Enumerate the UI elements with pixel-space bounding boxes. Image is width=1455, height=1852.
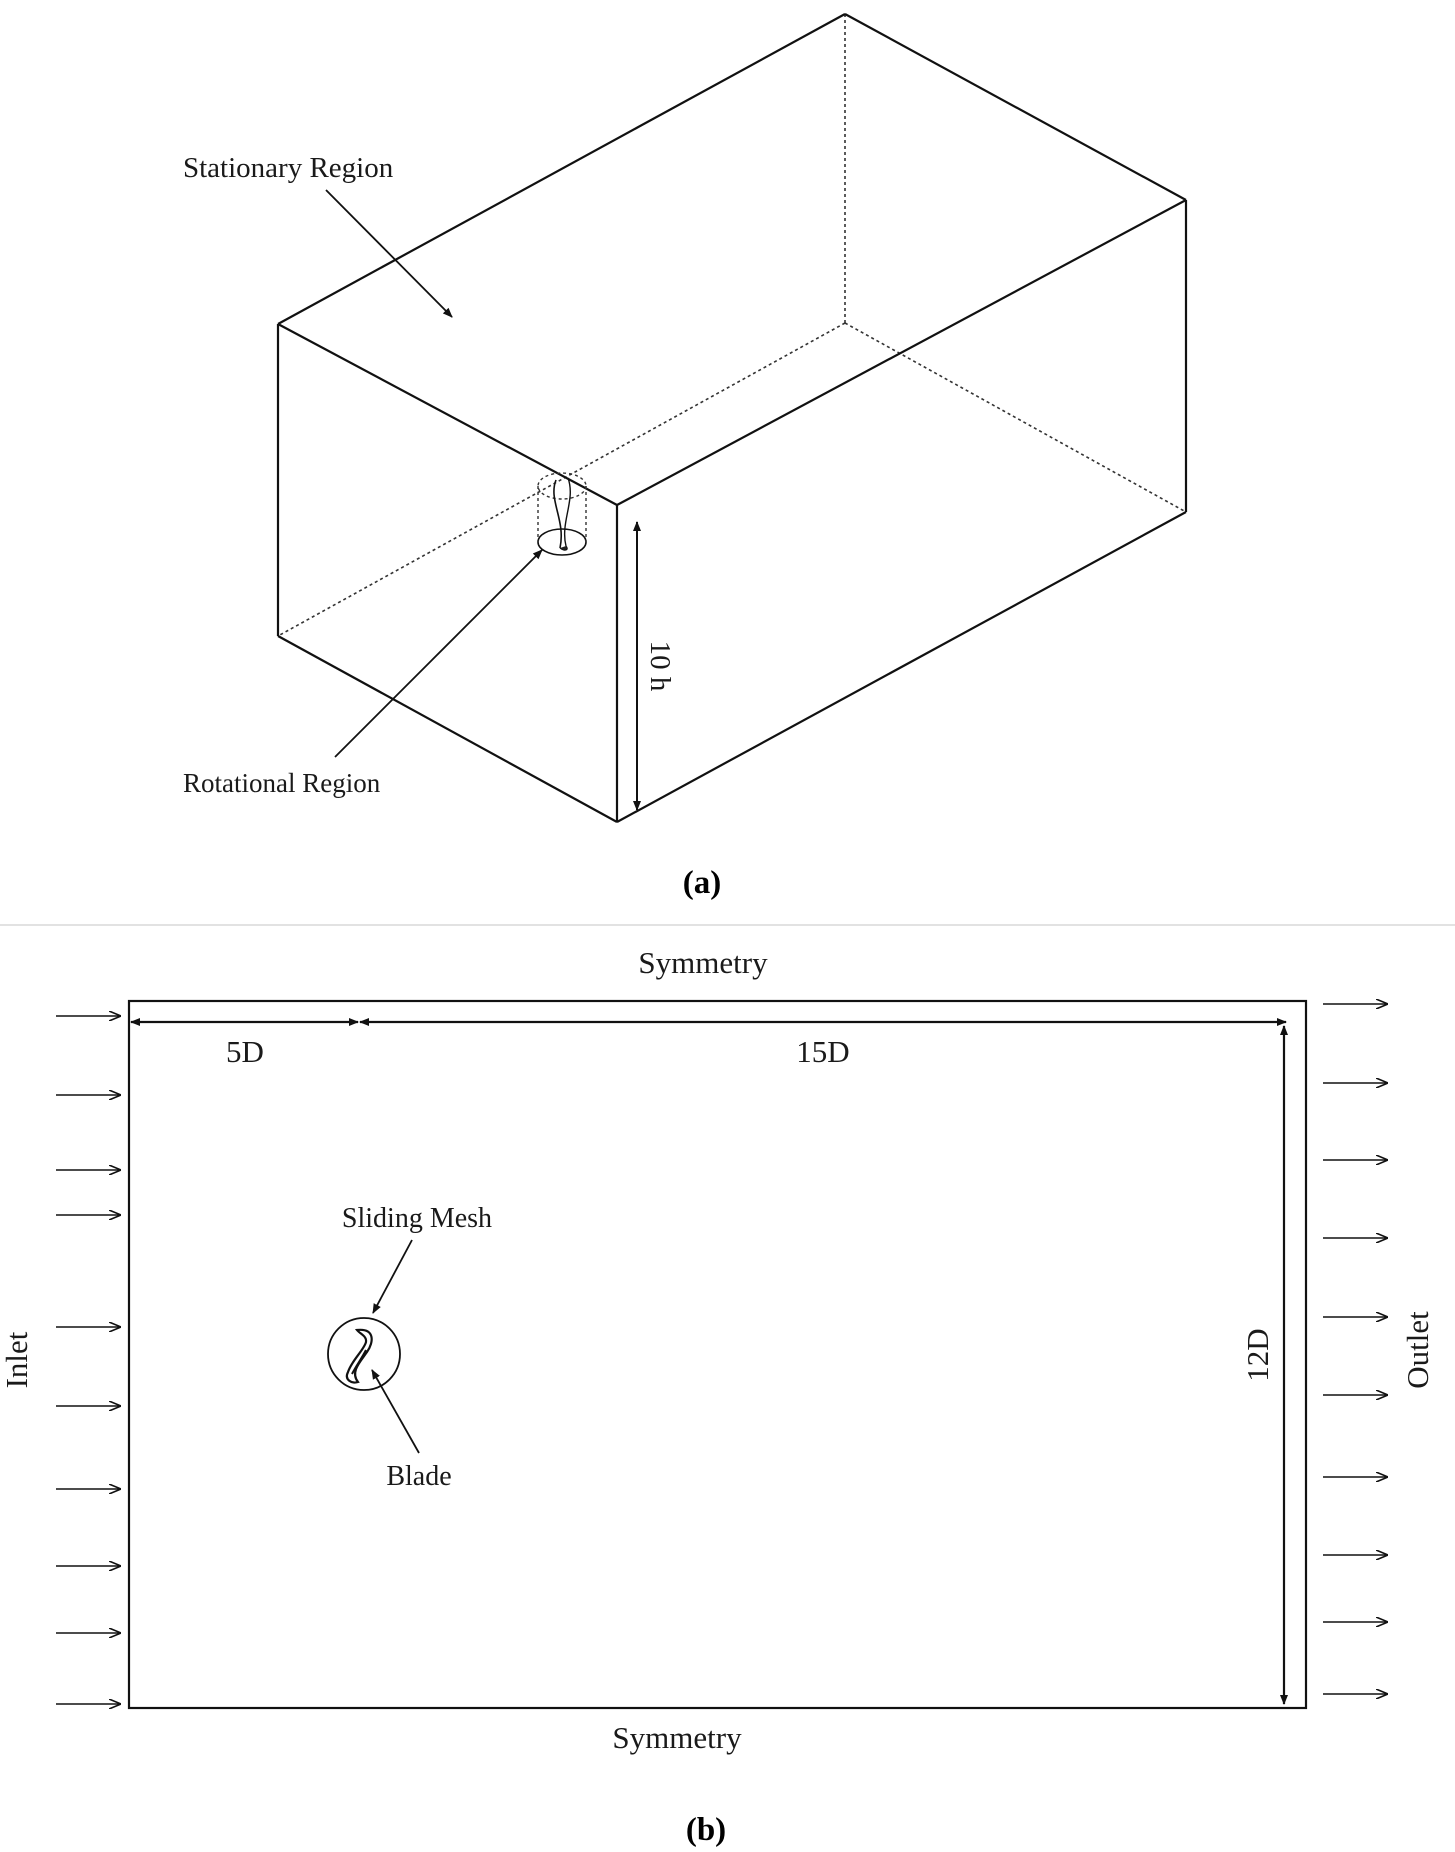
sliding-mesh-label: Sliding Mesh bbox=[342, 1203, 492, 1234]
sliding-mesh-circle bbox=[327, 1317, 401, 1391]
inlet-flow-arrows bbox=[56, 1016, 120, 1704]
downstream-dimension-label: 15D bbox=[796, 1034, 849, 1069]
height-dimension-label: 10 h bbox=[644, 641, 676, 692]
rotational-region-cylinder bbox=[537, 472, 587, 556]
symmetry-bottom-label: Symmetry bbox=[612, 1720, 742, 1755]
panel-a: 10 h Stationary Region Rotational Region… bbox=[183, 13, 1188, 901]
rotational-region-leader bbox=[334, 549, 543, 758]
blade-label: Blade bbox=[386, 1461, 451, 1492]
inlet-label: Inlet bbox=[0, 1331, 34, 1388]
box-hidden-edges bbox=[277, 14, 1187, 637]
panel-b-caption: (b) bbox=[686, 1812, 726, 1848]
rotational-region-label: Rotational Region bbox=[183, 768, 381, 798]
stationary-region-leader bbox=[325, 189, 453, 318]
blade-shape bbox=[345, 1328, 373, 1384]
blade-leader bbox=[371, 1369, 420, 1454]
box-visible-edges bbox=[276, 13, 1188, 823]
panel-a-caption: (a) bbox=[683, 865, 721, 901]
sliding-mesh-leader bbox=[372, 1239, 413, 1314]
outlet-flow-arrows bbox=[1323, 1004, 1387, 1694]
stationary-region-label: Stationary Region bbox=[183, 152, 394, 184]
outlet-label: Outlet bbox=[1400, 1311, 1435, 1389]
upstream-dimension-label: 5D bbox=[226, 1034, 264, 1069]
panel-b: Symmetry Symmetry 5D 15D 12D Inlet bbox=[0, 945, 1435, 1848]
symmetry-top-label: Symmetry bbox=[638, 945, 768, 980]
computational-domain bbox=[127, 999, 1308, 1710]
width-dimension-label: 12D bbox=[1240, 1328, 1275, 1381]
